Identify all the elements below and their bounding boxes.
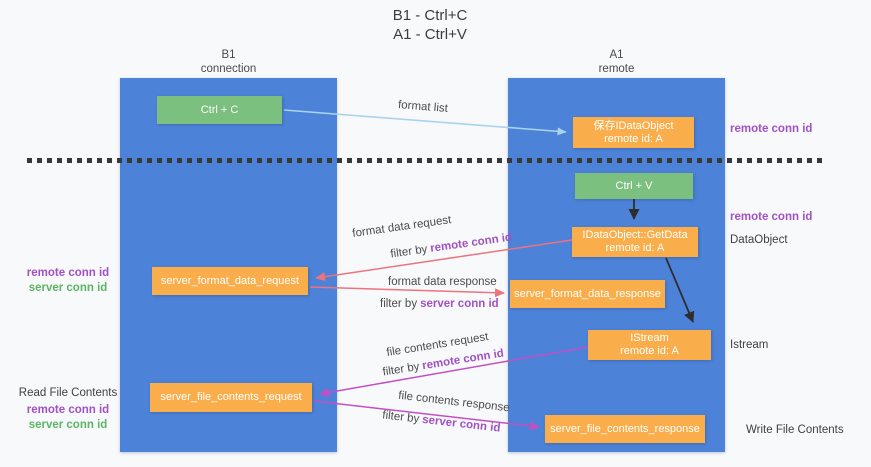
lane-header-b1: B1 connection bbox=[120, 48, 337, 76]
ctrl-c-label: Ctrl + C bbox=[200, 103, 239, 116]
left-remote-conn-id-top: remote conn id bbox=[26, 267, 110, 279]
ctrl-v-label: Ctrl + V bbox=[615, 179, 653, 192]
left-conn-id-group-top: remote conn id server conn id bbox=[16, 266, 120, 296]
title-line-1: B1 - Ctrl+C bbox=[392, 7, 468, 24]
format-data-response-label: format data response bbox=[388, 276, 497, 288]
title-line-2: A1 - Ctrl+V bbox=[393, 26, 467, 43]
istream-box: IStream remote id: A bbox=[588, 330, 711, 360]
remote-conn-id-text: remote conn id bbox=[429, 231, 513, 255]
dataobject-label: DataObject bbox=[730, 234, 788, 246]
filter-by-text: filter by bbox=[380, 298, 418, 310]
write-file-contents-label: Write File Contents bbox=[746, 424, 844, 436]
left-remote-conn-id-bottom: remote conn id bbox=[26, 404, 110, 416]
left-server-conn-id-bottom: server conn id bbox=[28, 419, 108, 431]
lane-header-a1: A1 remote bbox=[508, 48, 725, 76]
filter-by-text: filter by bbox=[381, 409, 420, 426]
save-idataobject-line2: remote id: A bbox=[604, 132, 663, 145]
left-conn-id-group-bottom: remote conn id server conn id bbox=[16, 403, 120, 433]
server-format-data-response-box: server_format_data_response bbox=[510, 280, 665, 308]
format-list-label: format list bbox=[397, 99, 449, 115]
left-server-conn-id-top: server conn id bbox=[28, 282, 108, 294]
filter-by-text: filter by bbox=[389, 243, 429, 261]
ctrl-c-box: Ctrl + C bbox=[157, 96, 282, 124]
file-contents-response-label: file contents response bbox=[397, 389, 511, 415]
server-format-data-request-box: server_format_data_request bbox=[152, 267, 308, 295]
istream-line1: IStream bbox=[630, 332, 669, 344]
diagram-title: B1 - Ctrl+C A1 - Ctrl+V bbox=[285, 6, 575, 44]
right-remote-conn-id-mid: remote conn id bbox=[730, 211, 813, 223]
right-remote-conn-id-top: remote conn id bbox=[730, 123, 813, 135]
istream-line2: remote id: A bbox=[620, 345, 679, 357]
format-data-request-filter-label: filter byremote conn id bbox=[390, 232, 513, 261]
filter-by-text: filter by bbox=[381, 360, 421, 379]
save-idataobject-box: 保存IDataObject remote id: A bbox=[573, 117, 694, 148]
getdata-line2: remote id: A bbox=[605, 242, 665, 254]
lane-b1-role: connection bbox=[200, 63, 257, 75]
istream-side-label: Istream bbox=[730, 339, 769, 351]
lane-a1-name: A1 bbox=[609, 49, 624, 61]
idataobject-getdata-box: IDataObject::GetData remote id: A bbox=[572, 227, 698, 257]
server-file-contents-response-box: server_file_contents_response bbox=[545, 415, 705, 443]
getdata-line1: IDataObject::GetData bbox=[582, 229, 688, 241]
server-conn-id-text: server conn id bbox=[421, 413, 502, 435]
server-format-data-response-label: server_format_data_response bbox=[514, 287, 661, 300]
ctrl-v-box: Ctrl + V bbox=[575, 173, 693, 199]
lane-b1-name: B1 bbox=[221, 49, 236, 61]
server-file-contents-request-label: server_file_contents_request bbox=[160, 391, 302, 403]
lane-a1-role: remote bbox=[598, 63, 635, 75]
copy-paste-boundary-dashed-line bbox=[27, 158, 824, 163]
save-idataobject-line1: 保存IDataObject bbox=[593, 119, 674, 132]
read-file-contents-label: Read File Contents bbox=[18, 387, 118, 399]
format-data-request-label: format data request bbox=[351, 214, 453, 240]
server-conn-id-text: server conn id bbox=[420, 298, 499, 310]
server-file-contents-request-box: server_file_contents_request bbox=[150, 383, 312, 412]
server-format-data-request-label: server_format_data_request bbox=[160, 274, 300, 287]
server-file-contents-response-label: server_file_contents_response bbox=[550, 422, 700, 435]
